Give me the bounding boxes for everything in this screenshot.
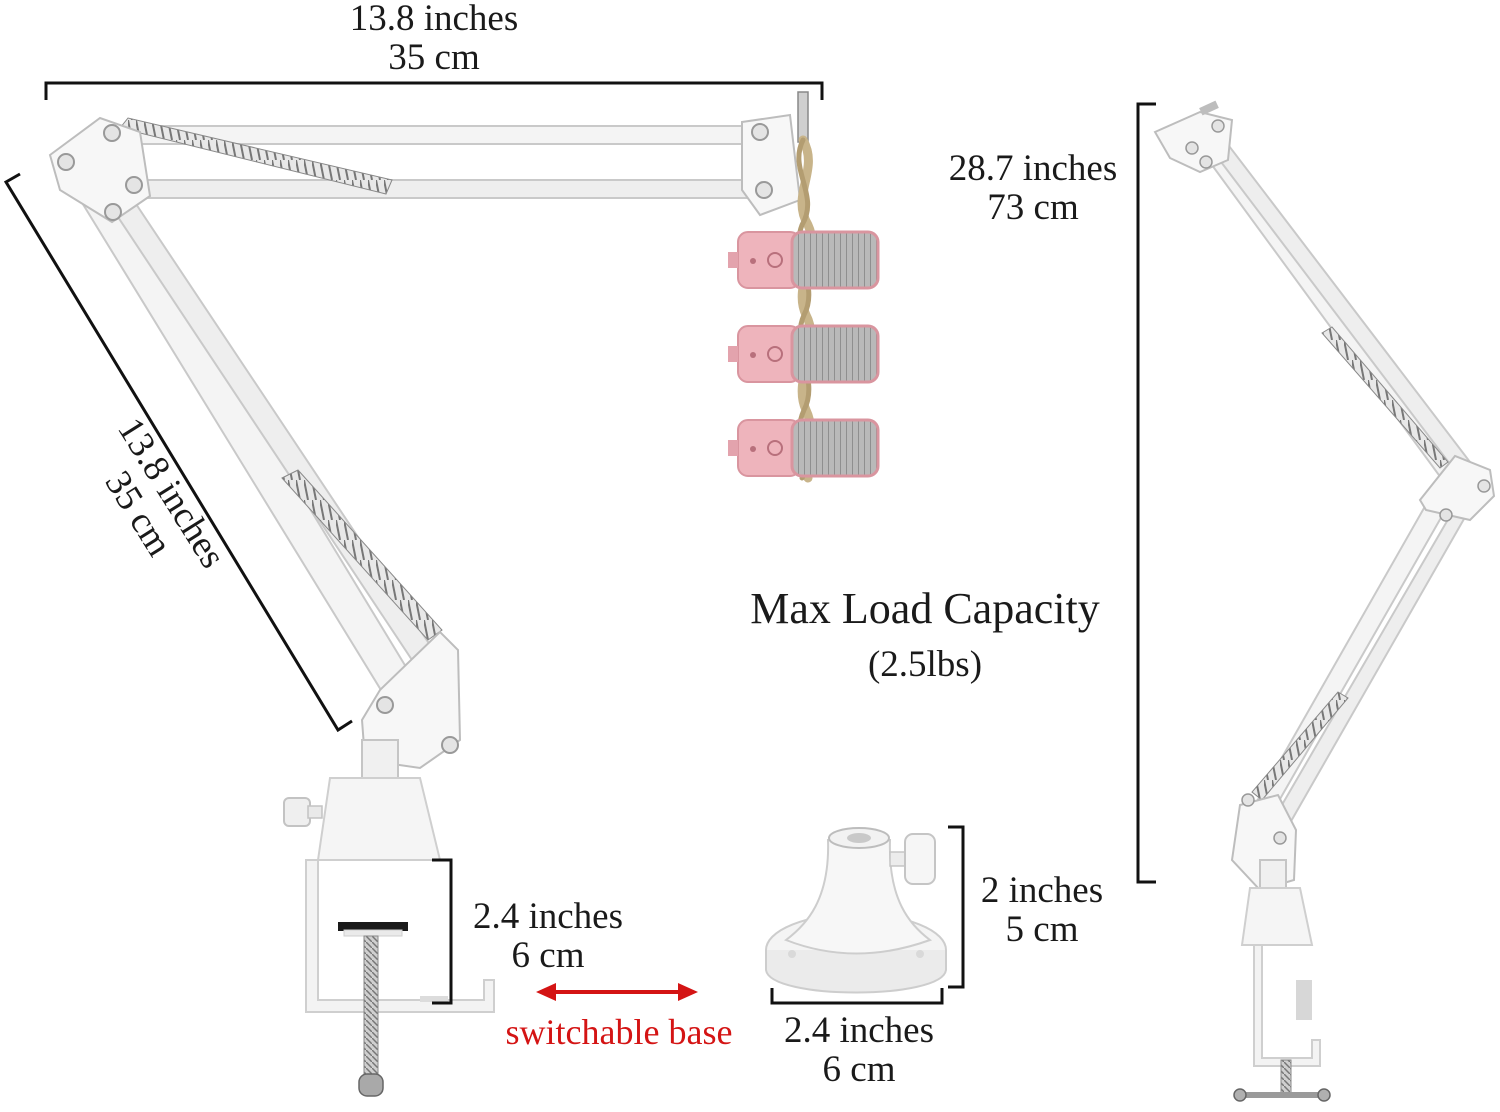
arrow-left-icon <box>536 983 556 1001</box>
base-height-metric: 5 cm <box>1005 908 1079 950</box>
clamp-lip <box>420 996 448 1002</box>
clamp-pad <box>338 922 408 931</box>
head-joint <box>741 113 802 217</box>
top-arm-rail <box>129 179 771 199</box>
bolt-icon <box>755 181 773 199</box>
base-joint <box>360 630 462 770</box>
clamp-screw <box>363 935 379 1077</box>
clamp-knob <box>283 797 311 827</box>
bolt-icon <box>57 153 75 171</box>
switchable-base-label: switchable base <box>505 1012 733 1052</box>
capacity-value: (2.5lbs) <box>867 644 983 686</box>
bolt-icon <box>1211 119 1225 133</box>
boom-arm-right <box>1153 100 1496 1102</box>
screw-hole-icon <box>788 950 796 958</box>
clamp-screw <box>1280 1059 1292 1097</box>
dimension-lines <box>3 81 1156 1005</box>
clamp-head <box>1240 887 1314 946</box>
base-height-imperial: 2 inches <box>980 870 1104 911</box>
microphone <box>728 324 880 384</box>
bolt-icon <box>103 124 121 142</box>
top-arm-imperial: 13.8 inches <box>349 0 519 39</box>
top-arm-metric: 35 cm <box>388 36 480 78</box>
dimension-line-top-arm <box>44 81 824 100</box>
bolt-icon <box>1241 793 1255 807</box>
bolt-icon <box>1199 155 1213 169</box>
bolt-icon <box>1273 831 1287 845</box>
clamp-handle <box>1240 1092 1324 1098</box>
clamp-pad-base <box>343 929 403 937</box>
base-height-dimension-label: 2 inches 5 cm <box>966 870 1118 950</box>
bolt-icon <box>376 696 394 714</box>
bolt-icon <box>1185 141 1199 155</box>
dimension-line-base-height <box>948 825 965 989</box>
microphone <box>728 230 880 290</box>
upper-rail <box>1210 140 1472 474</box>
boom-arm-left <box>48 91 809 1097</box>
bolt-icon <box>1439 508 1453 522</box>
hanging-microphones <box>728 135 880 483</box>
base-disc-edge <box>765 950 947 994</box>
bolt-icon <box>751 123 769 141</box>
arrow-right-icon <box>678 983 698 1001</box>
lower-rail <box>1270 490 1478 832</box>
microphone <box>728 418 880 478</box>
switchable-base <box>765 827 947 994</box>
screw-hole-icon <box>916 950 924 958</box>
swivel-post <box>361 739 399 781</box>
base-width-imperial: 2.4 inches <box>783 1010 935 1051</box>
dimension-line-height <box>1136 102 1156 884</box>
base-width-metric: 6 cm <box>822 1048 896 1090</box>
clamp-block <box>1296 980 1312 1020</box>
top-pin <box>1199 100 1219 116</box>
clamp-knob-stem <box>307 805 323 819</box>
elbow-joint <box>48 116 152 224</box>
dimension-line-lower-arm <box>3 172 353 733</box>
total-height-metric: 73 cm <box>987 186 1079 228</box>
mount-pin <box>797 91 809 143</box>
base-width-dimension-label: 2.4 inches 6 cm <box>768 1010 950 1090</box>
lower-spring <box>281 469 443 641</box>
base-socket-hole <box>847 833 871 843</box>
max-load-capacity: Max Load Capacity (2.5lbs) <box>712 584 1138 686</box>
elbow-joint <box>1418 454 1496 522</box>
swivel-post <box>1259 859 1287 891</box>
total-height-dimension-label: 28.7 inches 73 cm <box>930 148 1136 228</box>
bolt-icon <box>441 736 459 754</box>
upper-spring <box>119 117 393 195</box>
clamp-screw-tip <box>358 1073 384 1097</box>
capacity-title: Max Load Capacity <box>750 584 1100 633</box>
bolt-icon <box>1477 479 1491 493</box>
bolt-icon <box>125 176 143 194</box>
clamp-metric: 6 cm <box>511 934 585 976</box>
top-arm-dimension-label: 13.8 inches 35 cm <box>322 0 546 78</box>
c-clamp <box>1253 944 1321 1067</box>
switch-arrow <box>536 983 698 1001</box>
clamp-head <box>316 777 442 861</box>
upper-spring <box>1321 326 1449 469</box>
bolt-icon <box>104 203 122 221</box>
handle-end-icon <box>1317 1088 1331 1102</box>
clamp-dimension-label: 2.4 inches 6 cm <box>456 896 640 976</box>
total-height-imperial: 28.7 inches <box>948 148 1118 189</box>
base-neck <box>783 839 933 955</box>
dimension-line-base-width <box>770 988 944 1005</box>
clamp-imperial: 2.4 inches <box>472 896 624 937</box>
dimension-line-clamp <box>432 858 453 1005</box>
base-knob <box>904 833 936 885</box>
handle-end-icon <box>1233 1088 1247 1102</box>
